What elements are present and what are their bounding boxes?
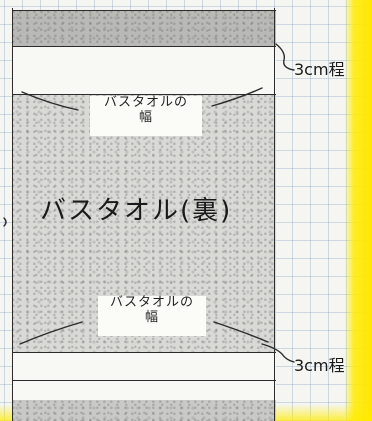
yellow-highlighter-stroke xyxy=(344,0,372,421)
towel-back-label: バスタオル(裏) xyxy=(40,196,233,226)
towel-right-edge xyxy=(274,8,275,421)
upper-margin-bracket xyxy=(275,43,295,71)
upper-fold-area xyxy=(12,46,276,94)
lower-width-arrow-right xyxy=(213,321,269,343)
lower-width-label-line1: バスタオルの xyxy=(109,295,194,310)
upper-fold-line-1 xyxy=(12,46,276,47)
towel-bottom-band xyxy=(12,400,276,421)
upper-width-arrow-right xyxy=(211,87,263,107)
upper-fold-line-2 xyxy=(12,94,276,95)
lower-width-label: バスタオルの 幅 xyxy=(98,295,206,336)
towel-left-edge xyxy=(12,8,13,421)
towel-top-edge xyxy=(12,10,276,11)
lower-margin-bracket xyxy=(261,343,295,363)
upper-width-label-line1: バスタオルの xyxy=(103,95,188,110)
lower-margin-label: 3cm程 xyxy=(294,356,345,375)
upper-margin-label: 3cm程 xyxy=(294,60,345,79)
towel-top-band xyxy=(12,10,276,46)
lower-fold-area xyxy=(12,352,276,400)
upper-width-arrow-left xyxy=(21,91,79,111)
lower-fold-line-2 xyxy=(12,380,276,381)
left-edge-tick xyxy=(3,217,7,227)
lower-fold-line-1 xyxy=(12,352,276,353)
upper-width-label-line2: 幅 xyxy=(138,109,153,125)
upper-width-label: バスタオルの 幅 xyxy=(90,95,202,136)
lower-width-arrow-left xyxy=(19,321,83,345)
lower-width-label-line2: 幅 xyxy=(144,309,159,325)
